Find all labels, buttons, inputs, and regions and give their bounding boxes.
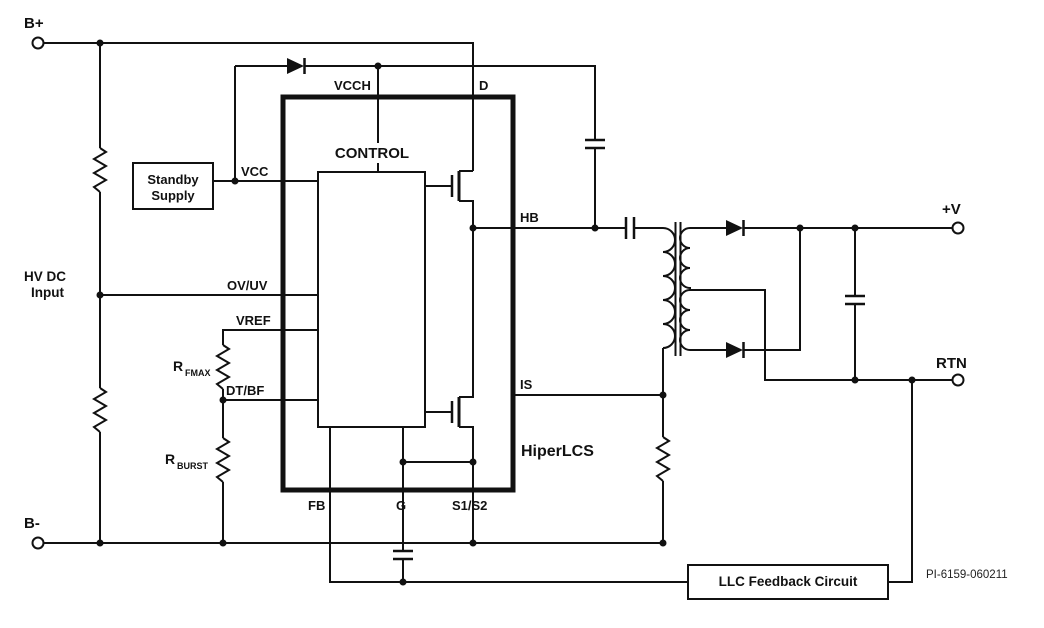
wire-vcch-rail xyxy=(235,65,596,228)
terminal-label-v-out: +V xyxy=(942,201,961,218)
terminal-label-b-minus: B- xyxy=(24,515,40,532)
pin-label-is: IS xyxy=(520,377,533,392)
resistor-burst-subscript: BURST xyxy=(177,461,209,471)
wires xyxy=(44,42,953,583)
g-pin-capacitor xyxy=(393,549,413,561)
hv-dc-label-line2: Input xyxy=(31,285,64,300)
wire-secondary-bottom xyxy=(690,228,801,351)
standby-supply-label-line1: Standby xyxy=(147,172,199,187)
pin-label-s1s2: S1/S2 xyxy=(452,498,487,513)
resistor-burst-label: R xyxy=(165,451,175,467)
resistor-fmax-subscript: FMAX xyxy=(185,368,211,378)
pin-label-hb: HB xyxy=(520,210,539,225)
standby-supply-box xyxy=(132,162,214,210)
transformer xyxy=(662,222,691,356)
wire-ls-drain xyxy=(459,228,474,398)
llc-feedback-box-label: LLC Feedback Circuit xyxy=(719,574,858,589)
resistor-burst xyxy=(215,437,231,483)
hv-dc-label-line1: HV DC xyxy=(24,269,66,284)
control-block xyxy=(317,171,426,428)
resistor-lower-rail xyxy=(92,387,108,433)
ic-outline xyxy=(280,94,516,493)
wire-ls-source-s1s2 xyxy=(459,426,474,543)
wire-gate-drives xyxy=(425,185,452,413)
terminal-rtn xyxy=(951,373,965,387)
wire-feedback-rtn xyxy=(888,380,913,583)
pin-label-fb: FB xyxy=(308,498,325,513)
standby-supply-label-line2: Supply xyxy=(151,188,195,203)
pin-label-d: D xyxy=(479,78,488,93)
pin-label-dtbf: DT/BF xyxy=(226,383,264,398)
secondary-winding xyxy=(679,227,691,351)
wire-fb xyxy=(329,427,688,583)
pin-label-ovuv: OV/UV xyxy=(227,278,268,293)
transformer-core xyxy=(674,222,682,356)
pin-label-vref: VREF xyxy=(236,313,271,328)
llc-feedback-box xyxy=(687,564,889,600)
terminal-b-minus xyxy=(31,536,45,550)
wire-center-tap-rtn xyxy=(690,289,953,381)
chip-name-label: HiperLCS xyxy=(521,443,594,460)
part-number-label: PI-6159-060211 xyxy=(926,569,1008,581)
resistor-upper-rail xyxy=(92,147,108,193)
control-block-label: CONTROL xyxy=(335,145,409,162)
output-capacitor xyxy=(845,294,865,306)
low-side-mosfet xyxy=(450,397,461,427)
pin-label-g: G xyxy=(396,498,406,513)
high-side-mosfet xyxy=(450,171,461,201)
primary-winding xyxy=(662,227,676,349)
junction-dots xyxy=(96,39,916,586)
pin-label-vcc: VCC xyxy=(241,164,269,179)
wire-hs-source xyxy=(459,200,474,228)
pin-label-vcch: VCCH xyxy=(334,78,371,93)
rectifier-diode-top-icon xyxy=(726,220,745,236)
terminal-label-b-plus: B+ xyxy=(24,15,44,32)
terminal-v-out xyxy=(951,221,965,235)
bootstrap-diode-icon xyxy=(287,58,306,74)
control-label-backplate xyxy=(322,143,422,163)
terminal-label-rtn: RTN xyxy=(936,355,967,372)
resonant-capacitor xyxy=(624,217,636,239)
terminal-b-plus xyxy=(31,36,45,50)
wire-bplus-to-d xyxy=(44,42,474,171)
bootstrap-capacitor xyxy=(585,138,605,150)
sense-resistor xyxy=(655,436,671,482)
resistor-fmax-label: R xyxy=(173,358,183,374)
resistor-fmax xyxy=(215,344,231,390)
wire-vref-leg xyxy=(222,329,318,543)
rectifier-diode-bottom-icon xyxy=(726,342,745,358)
